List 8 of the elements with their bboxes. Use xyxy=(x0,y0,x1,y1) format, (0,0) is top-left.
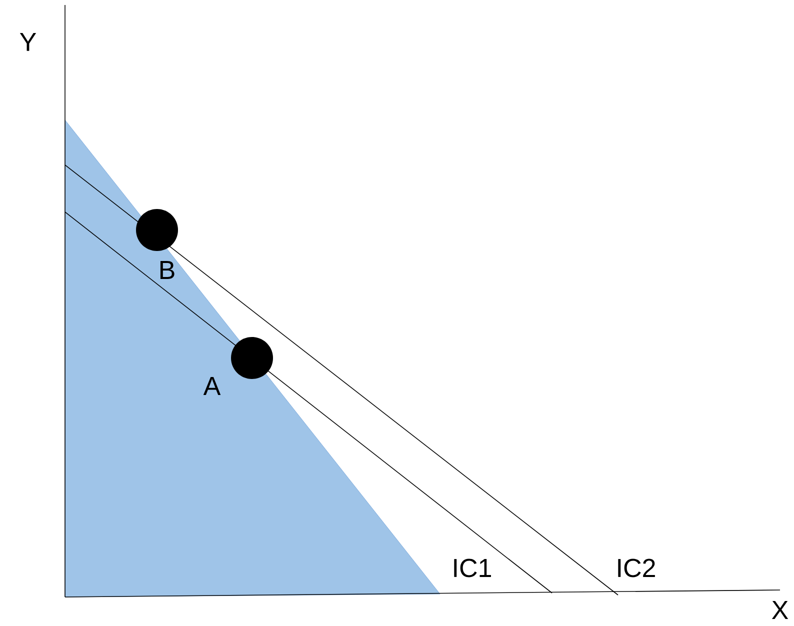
axis-label: Y xyxy=(20,33,36,51)
point-label: A xyxy=(203,377,221,395)
point-dot xyxy=(231,337,273,379)
curve-label: IC2 xyxy=(618,558,655,578)
point-label: B xyxy=(160,261,174,279)
axis-label: X xyxy=(772,601,788,619)
curve-label: IC1 xyxy=(454,558,491,578)
point-dot xyxy=(136,209,178,251)
